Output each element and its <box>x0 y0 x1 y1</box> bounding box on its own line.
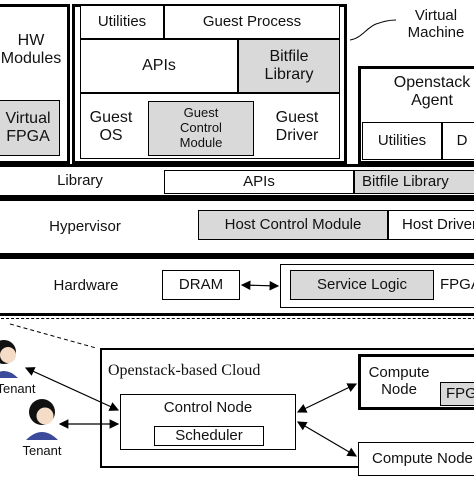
tenant-top-arrow <box>24 367 120 411</box>
virtual-fpga-box <box>0 100 60 156</box>
fpga-label: FPGA <box>440 276 474 294</box>
library-bitfile-box <box>354 170 474 194</box>
service-logic-label: Service Logic <box>316 276 408 294</box>
agent-partial-label: D <box>456 132 468 150</box>
library-bitfile-label: Bitfile Library <box>362 173 449 191</box>
control-compute1-arrow <box>296 383 358 413</box>
guest-os-label: Guest OS <box>89 108 133 144</box>
agent-utilities-label: Utilities <box>377 132 427 150</box>
virtual-fpga-label: Virtual FPGA <box>5 109 51 145</box>
tenant-top-icon <box>0 340 18 378</box>
host-driver-box <box>388 210 474 240</box>
compute-node-1-label: Compute Node <box>368 363 430 398</box>
guest-control-module-box <box>148 101 254 156</box>
host-control-module-label: Host Control Module <box>224 216 362 234</box>
cloud-region <box>0 318 474 478</box>
library-apis-box <box>164 170 354 194</box>
host-control-module-box <box>198 210 388 240</box>
control-compute2-arrow <box>296 421 358 457</box>
scheduler-box <box>154 426 264 446</box>
control-node-label: Control Node <box>163 399 253 417</box>
agent-utilities-box <box>362 122 442 160</box>
virtual-machine-label: Virtual Machine <box>407 6 465 41</box>
guest-process-label: Guest Process <box>202 13 302 31</box>
bitfile-library-box <box>238 39 340 93</box>
dram-box <box>162 270 240 300</box>
utilities-box <box>80 5 164 39</box>
compute-node-1-fpga-label: FPG <box>446 385 474 403</box>
dashed-expansion-line <box>9 323 97 349</box>
apis-box <box>80 39 238 93</box>
guest-process-box <box>164 5 340 39</box>
host-driver-label: Host Driver <box>402 216 474 234</box>
cloud-title: Openstack-based Cloud <box>108 361 261 379</box>
dram-label: DRAM <box>178 276 224 294</box>
bitfile-library-label: Bitfile Library <box>264 47 314 83</box>
hardware-label: Hardware <box>53 277 119 295</box>
tenant-bottom-icon <box>26 399 58 440</box>
compute-node-1-fpga-box <box>440 382 474 406</box>
guest-driver-label: Guest Driver <box>275 108 319 144</box>
hw-modules-label: HW Modules <box>0 31 62 67</box>
compute-node-2-label: Compute Node <box>372 450 473 468</box>
openstack-agent-label: Openstack Agent <box>393 73 471 109</box>
library-label: Library <box>57 172 103 190</box>
hypervisor-label: Hypervisor <box>49 218 121 236</box>
library-apis-label: APIs <box>243 173 275 191</box>
dram-fpga-arrow <box>240 280 280 291</box>
vm-callout-curve <box>349 19 397 41</box>
apis-label: APIs <box>142 56 176 74</box>
tenant-bottom-label: Tenant <box>22 442 62 458</box>
service-logic-box <box>290 270 434 300</box>
guest-control-module-label: Guest Control Module <box>179 105 223 150</box>
scheduler-label: Scheduler <box>175 427 243 445</box>
agent-partial-box <box>442 122 474 160</box>
utilities-label: Utilities <box>97 13 147 31</box>
